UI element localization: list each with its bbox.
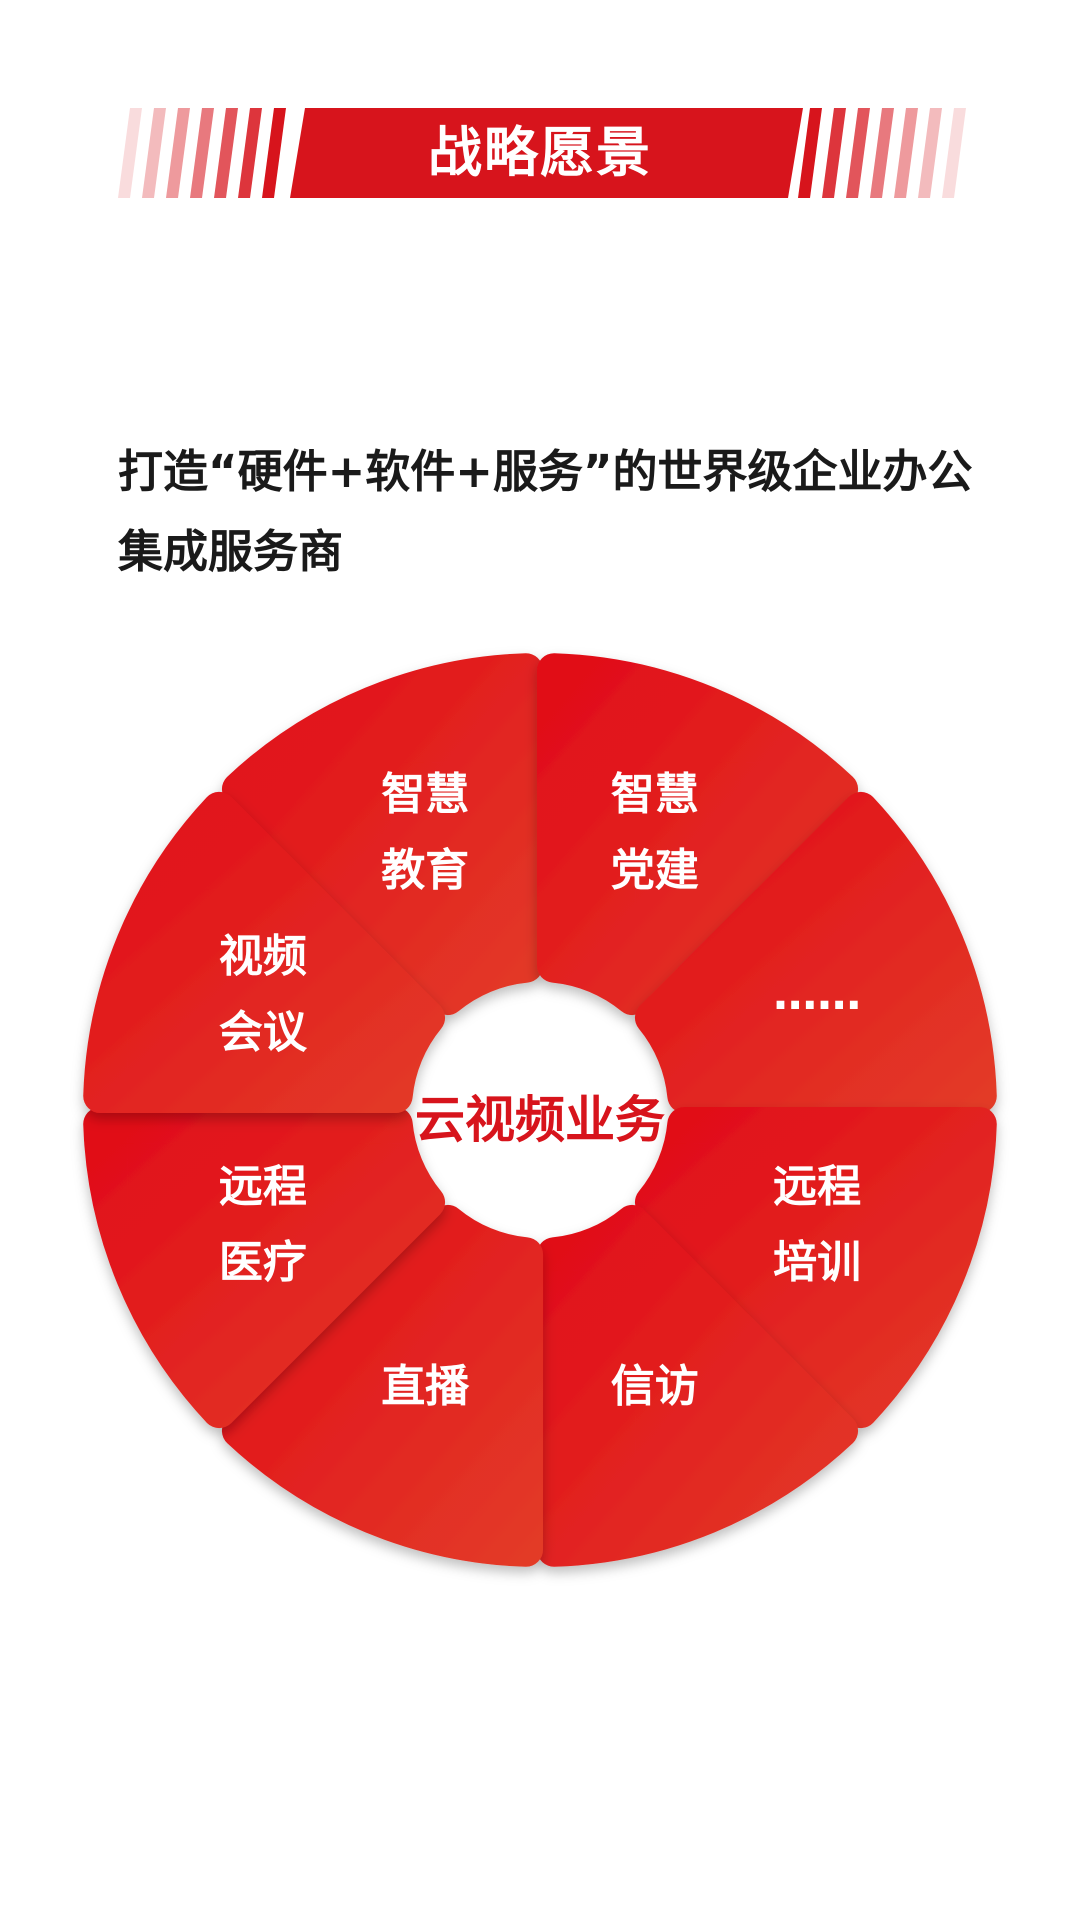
ring-petal xyxy=(83,791,446,1114)
ring-petal xyxy=(221,1204,544,1567)
ring-petal xyxy=(536,653,859,1016)
ring-petal xyxy=(634,1106,997,1429)
petal-label-remote-medical: 远程 医疗 xyxy=(218,1160,307,1288)
ring-petal xyxy=(221,653,544,1016)
ring-graphic xyxy=(83,653,997,1567)
banner-stripe xyxy=(894,108,918,198)
banner-stripe xyxy=(190,108,214,198)
banner-title: 战略愿景 xyxy=(428,121,652,184)
banner-stripe xyxy=(942,108,966,198)
banner-stripes-right xyxy=(798,108,966,198)
banner-stripes-left xyxy=(118,108,286,198)
petal-label-smart-education: 智慧 教育 xyxy=(381,768,470,896)
petal-label-video-conference: 视频 会议 xyxy=(218,931,307,1059)
banner-stripe xyxy=(214,108,238,198)
banner-stripe xyxy=(262,108,286,198)
service-ring-diagram: 智慧 教育 智慧 党建 …… 远程 培训 信访 直播 远程 医疗 视频 会议 云… xyxy=(0,640,1080,1620)
center-label: 云视频业务 xyxy=(415,1091,665,1149)
petal-label-live-streaming: 直播 xyxy=(381,1361,470,1413)
petal-label-petition: 信访 xyxy=(610,1361,699,1413)
banner-stripe xyxy=(238,108,262,198)
banner-bar xyxy=(290,108,803,198)
header-banner: 战略愿景 xyxy=(0,0,1080,260)
ring-petal xyxy=(536,1204,859,1567)
petal-label-smart-party-building: 智慧 党建 xyxy=(610,768,699,896)
ring-petal xyxy=(83,1106,446,1429)
banner-stripe xyxy=(118,108,142,198)
banner-graphic xyxy=(118,108,966,198)
petal-label-more: …… xyxy=(773,969,862,1021)
banner-stripe xyxy=(798,108,822,198)
petal-label-remote-training: 远程 培训 xyxy=(773,1160,862,1288)
banner-stripe xyxy=(918,108,942,198)
banner-stripe xyxy=(846,108,870,198)
intro-text: 打造“硬件+软件+服务”的世界级企业办公集成服务商 xyxy=(118,445,973,578)
banner-stripe xyxy=(166,108,190,198)
banner-stripe xyxy=(870,108,894,198)
banner-stripe xyxy=(142,108,166,198)
ring-petal xyxy=(634,791,997,1114)
banner-stripe xyxy=(822,108,846,198)
